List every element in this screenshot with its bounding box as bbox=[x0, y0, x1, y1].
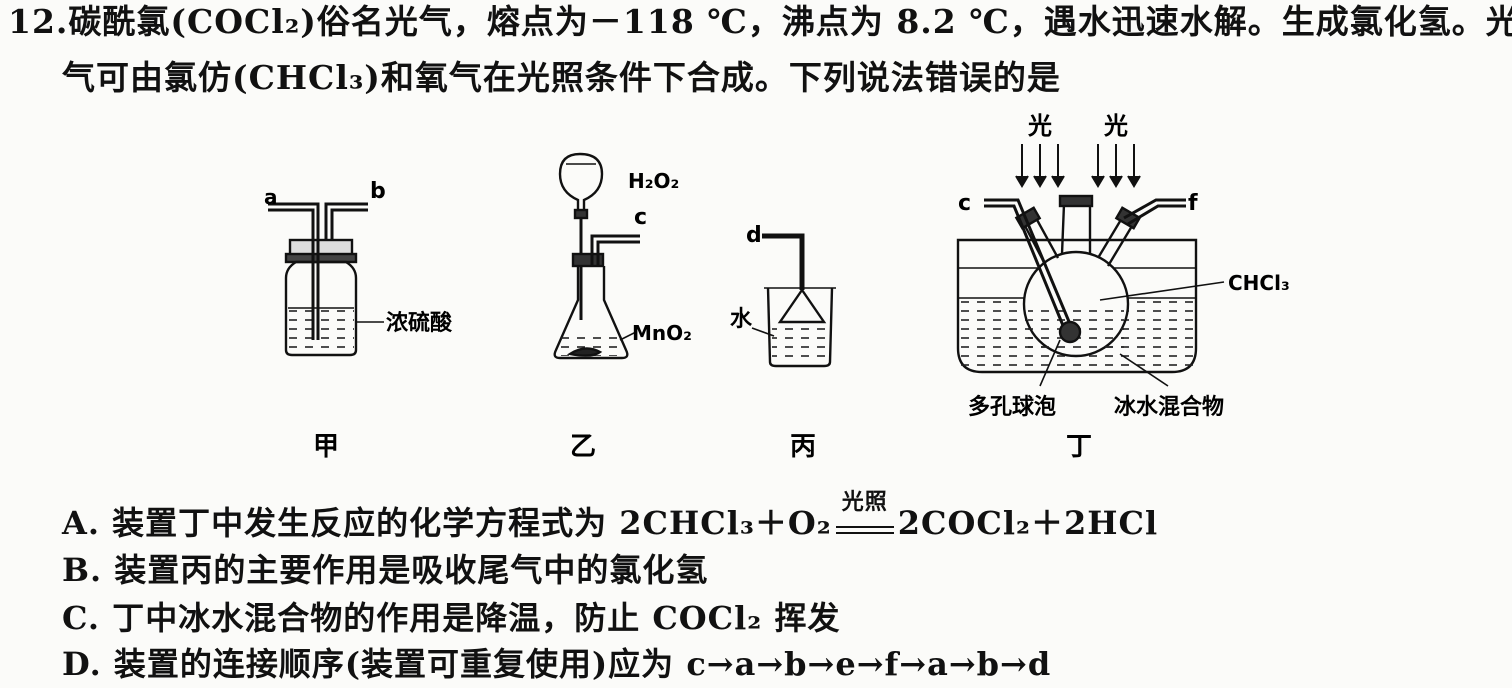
yi-solid: MnO₂ bbox=[632, 321, 692, 345]
option-d: D. 装置的连接顺序(装置可重复使用)应为 c→a→b→e→f→a→b→d bbox=[62, 644, 1051, 684]
option-a: A. 装置丁中发生反应的化学方程式为 2CHCl₃＋O₂ 光照 2COCl₂＋2HC… bbox=[62, 489, 1159, 543]
option-b-text: B. 装置丙的主要作用是吸收尾气中的氯化氢 bbox=[62, 551, 709, 589]
ding-bubbler: 多孔球泡 bbox=[968, 394, 1056, 420]
option-c-text: C. 丁中冰水混合物的作用是降温，防止 COCl₂ 挥发 bbox=[62, 599, 841, 637]
bing-caption: 丙 bbox=[790, 432, 816, 462]
ding-bath: 冰水混合物 bbox=[1114, 394, 1224, 420]
ding-light-left: 光 bbox=[1027, 112, 1052, 140]
reaction-condition: 光照 bbox=[841, 489, 888, 515]
apparatus-jia bbox=[268, 202, 384, 357]
question-stem-2: 气可由氯仿(CHCl₃)和氧气在光照条件下合成。下列说法错误的是 bbox=[62, 58, 1061, 97]
question-line-2: 气可由氯仿(CHCl₃)和氧气在光照条件下合成。下列说法错误的是 bbox=[62, 58, 1061, 98]
yi-top-reagent: H₂O₂ bbox=[628, 169, 679, 193]
apparatus-yi bbox=[553, 152, 640, 360]
option-a-text: A. 装置丁中发生反应的化学方程式为 2CHCl₃＋O₂ bbox=[62, 504, 832, 542]
option-a-products: 2COCl₂＋2HCl bbox=[897, 504, 1159, 542]
option-b: B. 装置丙的主要作用是吸收尾气中的氯化氢 bbox=[62, 550, 708, 590]
ding-chcl3: CHCl₃ bbox=[1228, 271, 1290, 295]
jia-label-a: a bbox=[264, 185, 278, 209]
question-number: 12. bbox=[8, 2, 69, 41]
jia-caption: 甲 bbox=[313, 432, 339, 462]
apparatus-bing bbox=[751, 233, 836, 368]
question-line-1: 12.碳酰氯(COCl₂)俗名光气，熔点为－118 ℃，沸点为 8.2 ℃，遇水… bbox=[8, 2, 1512, 42]
ding-caption: 丁 bbox=[1066, 432, 1092, 462]
ding-label-f: f bbox=[1188, 191, 1198, 216]
question-stem-1: 碳酰氯(COCl₂)俗名光气，熔点为－118 ℃，沸点为 8.2 ℃，遇水迅速水… bbox=[68, 2, 1512, 41]
ding-label-c: c bbox=[958, 191, 971, 216]
ding-light-right: 光 bbox=[1103, 112, 1128, 140]
jia-label-b: b bbox=[370, 179, 386, 204]
apparatus-figures: a b 浓硫酸 甲 H₂O₂ c MnO₂ 乙 d 水 丙 bbox=[264, 112, 1290, 462]
apparatus-ding bbox=[956, 144, 1225, 387]
yi-caption: 乙 bbox=[570, 432, 596, 462]
bing-label-d: d bbox=[746, 223, 762, 248]
reaction-condition-arrow: 光照 bbox=[832, 489, 898, 540]
bing-liquid: 水 bbox=[730, 307, 753, 332]
option-d-text: D. 装置的连接顺序(装置可重复使用)应为 c→a→b→e→f→a→b→d bbox=[62, 645, 1052, 683]
option-c: C. 丁中冰水混合物的作用是降温，防止 COCl₂ 挥发 bbox=[62, 598, 840, 638]
yi-label-c: c bbox=[634, 205, 647, 230]
jia-reagent: 浓硫酸 bbox=[386, 310, 453, 336]
